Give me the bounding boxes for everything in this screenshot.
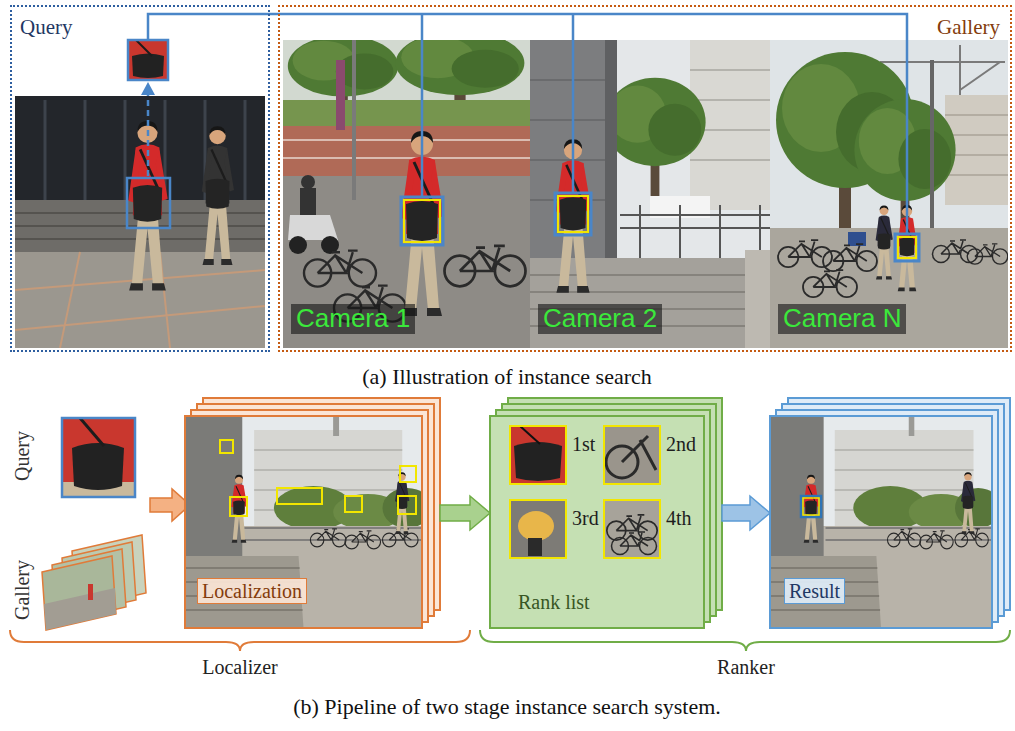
text-holder: Gallery xyxy=(937,15,1000,40)
text-holder: Localization xyxy=(197,578,307,604)
camera-label: Camera 2 xyxy=(538,304,662,334)
text-holder: 4th xyxy=(666,506,692,530)
pipeline-query-crop xyxy=(62,418,135,497)
query-panel: Query xyxy=(10,5,270,352)
camera-n-photo xyxy=(770,40,1008,348)
gallery-stack xyxy=(42,535,146,630)
figure-caption: (b) Pipeline of two stage instance searc… xyxy=(293,694,721,720)
rank-thumb xyxy=(510,500,566,558)
panel-heading: Query xyxy=(20,15,72,40)
gallery-panel: GalleryCamera 1 Camera 2 Camera N xyxy=(278,5,1012,352)
camera-label: Camera 1 xyxy=(291,304,415,334)
input-label: Gallery xyxy=(10,560,34,620)
text-holder: Camera 1 xyxy=(291,304,415,334)
rank-thumb xyxy=(604,426,660,484)
flow-arrow xyxy=(440,496,490,530)
figure-caption: (a) Illustration of instance search xyxy=(362,364,652,390)
text-holder: Camera 2 xyxy=(538,304,662,334)
camera-view: Camera 2 xyxy=(530,40,770,348)
localization-stack-art xyxy=(185,398,440,628)
camera-view: Camera 1 xyxy=(283,40,530,348)
query-photo xyxy=(15,96,265,348)
stage-label: Rank list xyxy=(518,590,590,614)
camera-label: Camera N xyxy=(778,304,906,334)
camera-2-photo xyxy=(530,40,770,348)
text-holder: 2nd xyxy=(666,432,696,456)
panel-heading: Gallery xyxy=(937,15,1000,40)
rank-number: 3rd xyxy=(572,506,599,530)
input-label: Query xyxy=(10,431,34,481)
stage-label: Localization xyxy=(197,578,307,604)
text-holder: 1st xyxy=(572,432,595,456)
text-holder: Gallery xyxy=(10,560,34,620)
text-holder: (b) Pipeline of two stage instance searc… xyxy=(293,694,721,720)
text-holder: Camera N xyxy=(778,304,906,334)
flow-arrow xyxy=(722,496,770,530)
rank-list-art xyxy=(490,398,722,628)
result-stack: Result xyxy=(770,398,1010,628)
rank-number: 1st xyxy=(572,432,595,456)
localizer-stack: Localization xyxy=(185,398,440,628)
rank-thumb xyxy=(510,426,566,484)
text-holder: Rank list xyxy=(518,590,590,614)
camera-view: Camera N xyxy=(770,40,1008,348)
ranker-bracket xyxy=(480,630,1010,651)
stage-label: Result xyxy=(784,578,845,604)
bracket-label: Ranker xyxy=(717,655,775,679)
rank-thumb xyxy=(604,500,660,558)
query-crop xyxy=(128,40,168,176)
text-holder: Query xyxy=(20,15,72,40)
match-links xyxy=(148,14,907,234)
localizer-bracket xyxy=(10,630,470,651)
rank-list-stack: 1st 2nd 3rd 4thRank list xyxy=(490,398,722,628)
bracket-label: Localizer xyxy=(202,655,278,679)
text-holder: Result xyxy=(784,578,845,604)
rank-number: 4th xyxy=(666,506,692,530)
text-holder: (a) Illustration of instance search xyxy=(362,364,652,390)
text-holder: Localizer xyxy=(202,655,278,679)
camera-1-photo xyxy=(283,40,530,348)
text-holder: Ranker xyxy=(717,655,775,679)
rank-number: 2nd xyxy=(666,432,696,456)
text-holder: 3rd xyxy=(572,506,599,530)
result-stack-art xyxy=(770,398,1010,628)
text-holder: Query xyxy=(10,431,34,481)
